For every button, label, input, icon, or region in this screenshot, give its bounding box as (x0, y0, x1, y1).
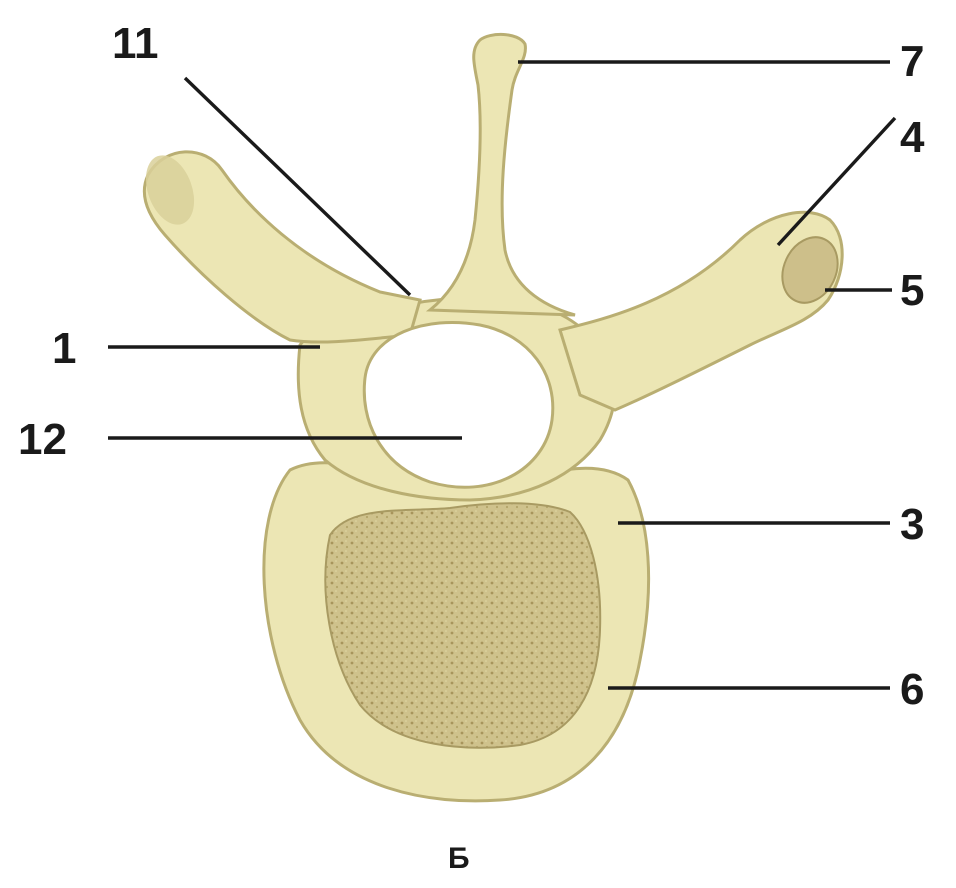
label-12: 12 (18, 415, 67, 464)
figure-caption: Б (448, 842, 470, 875)
label-5: 5 (900, 266, 924, 315)
label-3: 3 (900, 500, 924, 549)
label-4: 4 (900, 113, 925, 162)
label-1: 1 (52, 324, 76, 373)
spinous-process (430, 34, 575, 315)
label-6: 6 (900, 665, 924, 714)
label-11: 11 (112, 19, 159, 68)
spongy-bone-surface (325, 503, 600, 748)
label-7: 7 (900, 37, 924, 86)
